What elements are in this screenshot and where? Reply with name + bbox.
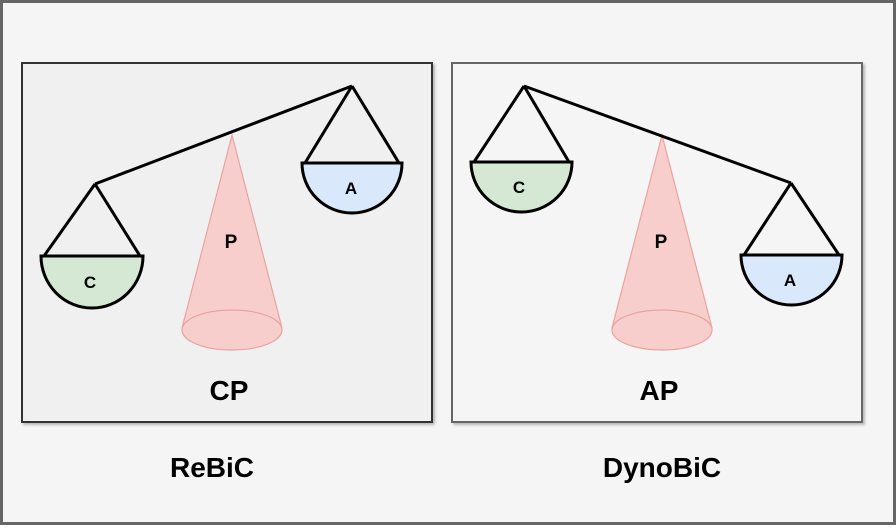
- pivot-label: P: [225, 232, 238, 253]
- pan-a-label: A: [345, 179, 357, 198]
- panel-rebic: P C A CP: [21, 62, 433, 423]
- pan-a-label: A: [784, 271, 796, 290]
- balance-beam: [523, 84, 792, 185]
- pan-c-label: C: [84, 273, 96, 292]
- pan-a: A: [739, 182, 844, 307]
- pan-c-label: C: [513, 178, 525, 197]
- pivot-label: P: [655, 232, 668, 253]
- balance-beam: [94, 84, 353, 186]
- panel-title: CP: [210, 375, 249, 406]
- pivot-cone: P: [611, 132, 713, 351]
- pivot-cone: P: [181, 132, 283, 351]
- pan-a: A: [300, 85, 404, 215]
- pan-c: C: [469, 85, 574, 214]
- model-label-dynobic: DynoBiC: [603, 452, 721, 483]
- model-label-rebic: ReBiC: [170, 452, 254, 483]
- panel-title: AP: [640, 375, 679, 406]
- pan-c: C: [39, 183, 145, 310]
- panel-dynobic: P C A AP: [451, 62, 863, 423]
